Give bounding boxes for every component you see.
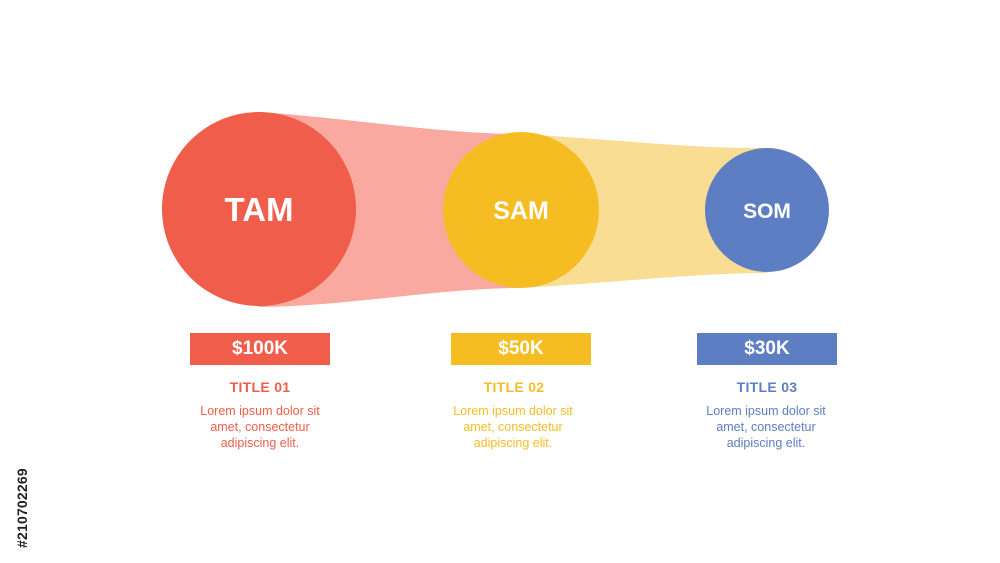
value-bar-sam: $50K <box>451 333 591 365</box>
item-desc-2-line-3: adipiscing elit. <box>473 436 553 450</box>
sam-label: SAM <box>493 197 549 225</box>
item-desc-3: Lorem ipsum dolor sit amet, consectetur … <box>666 403 866 451</box>
item-desc-2: Lorem ipsum dolor sit amet, consectetur … <box>413 403 613 451</box>
item-desc-2-line-1: Lorem ipsum dolor sit <box>453 404 573 418</box>
item-desc-3-line-2: amet, consectetur <box>716 420 816 434</box>
item-desc-3-line-3: adipiscing elit. <box>726 436 806 450</box>
item-title-1: TITLE 01 <box>229 379 291 395</box>
item-desc-3-line-1: Lorem ipsum dolor sit <box>706 404 826 418</box>
item-title-2: TITLE 02 <box>483 379 545 395</box>
tam-label: TAM <box>224 191 293 228</box>
som-circle <box>705 148 829 272</box>
item-desc-1-line-2: amet, consectetur <box>210 420 310 434</box>
value-bar-tam: $100K <box>190 333 330 365</box>
sam-circle <box>443 132 599 288</box>
som-label: SOM <box>743 200 791 223</box>
item-title-3: TITLE 03 <box>736 379 798 395</box>
value-bar-som: $30K <box>697 333 837 365</box>
tam-circle <box>162 112 356 306</box>
side-id-text: #210702269 <box>14 468 30 548</box>
item-desc-2-line-2: amet, consectetur <box>463 420 563 434</box>
item-desc-1-line-3: adipiscing elit. <box>220 436 300 450</box>
item-desc-1: Lorem ipsum dolor sit amet, consectetur … <box>160 403 360 451</box>
item-desc-1-line-1: Lorem ipsum dolor sit <box>200 404 320 418</box>
